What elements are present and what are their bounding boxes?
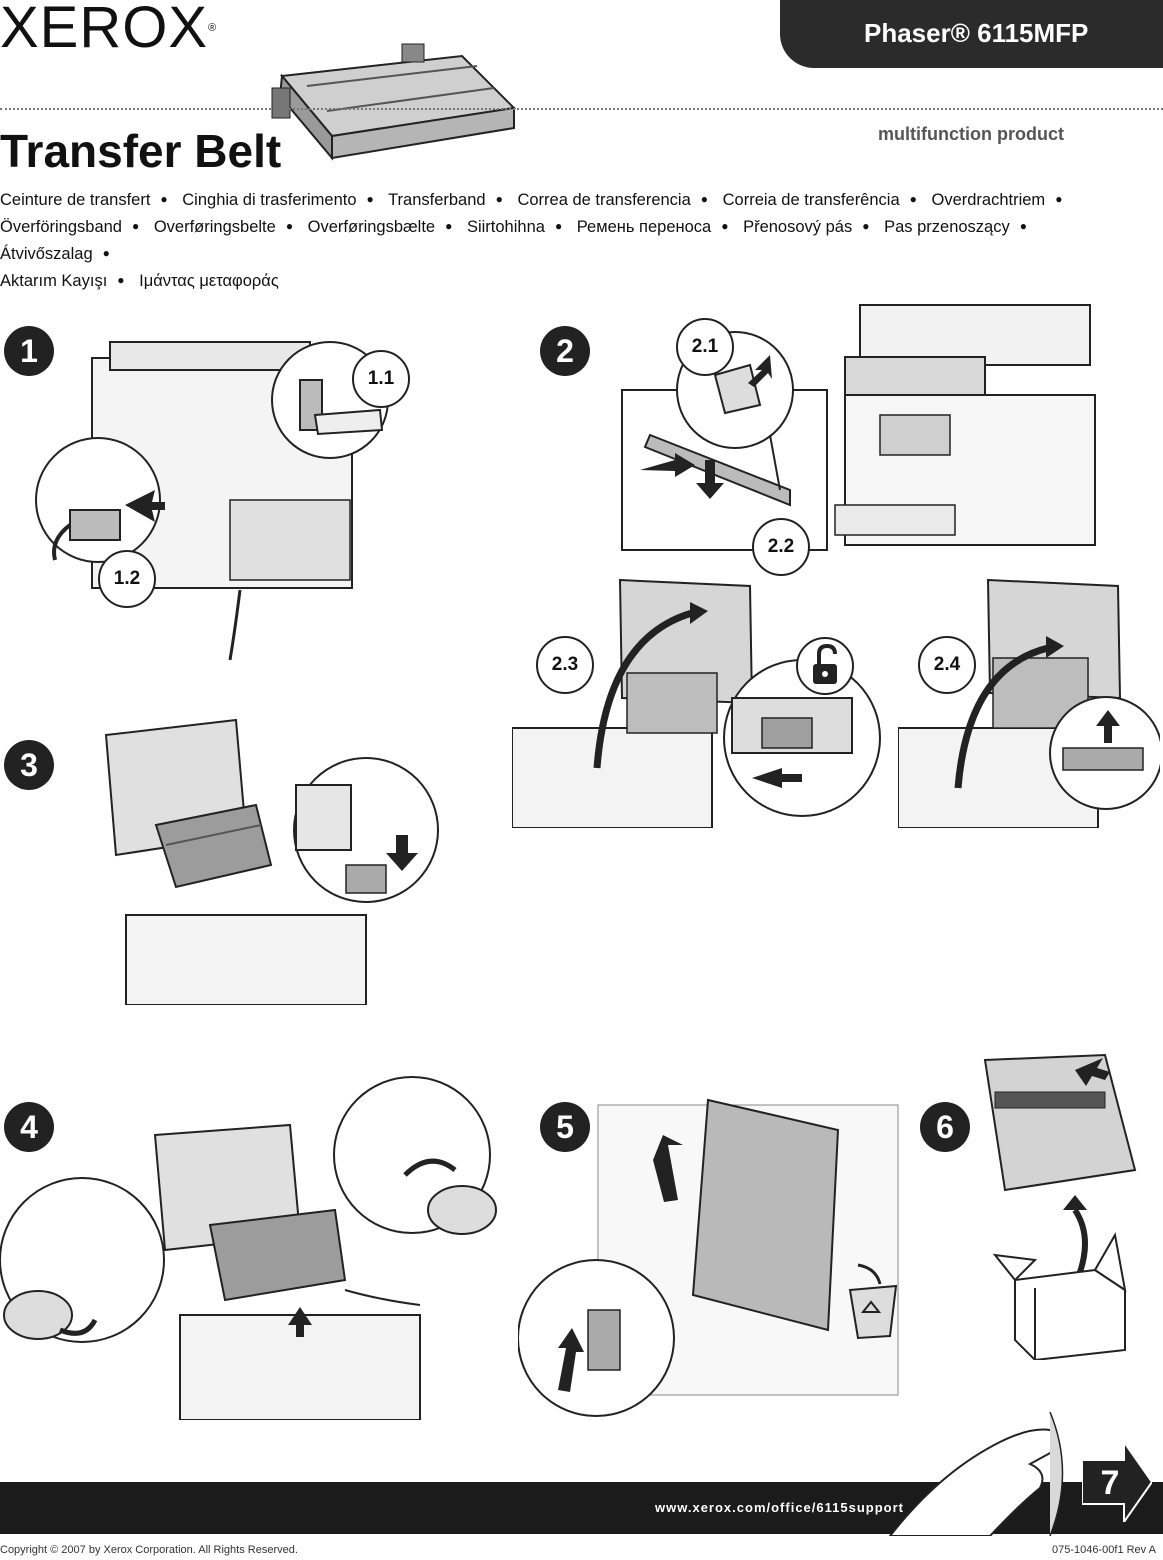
- bullet-icon: ●: [862, 219, 870, 233]
- bullet-icon: ●: [117, 273, 125, 287]
- next-page-arrow[interactable]: 7: [1082, 1442, 1152, 1522]
- translation-item: Ceinture de transfert: [0, 191, 151, 209]
- translation-item: Overdrachtriem: [931, 191, 1046, 209]
- bullet-icon: ●: [1019, 219, 1027, 233]
- next-page-number: 7: [1101, 1464, 1120, 1502]
- hand-icon: [888, 1412, 1064, 1536]
- brand-mark: ®: [208, 22, 218, 34]
- header-divider: [0, 108, 1163, 110]
- step-6-illustration: [983, 1053, 1137, 1360]
- translation-item: Overføringsbælte: [307, 218, 436, 236]
- step-badge-5: 5: [540, 1102, 590, 1152]
- translation-item: Transferband: [388, 191, 486, 209]
- transfer-belt-illustration: [271, 43, 517, 161]
- step-badge-4: 4: [4, 1102, 54, 1152]
- bullet-icon: ●: [160, 192, 168, 206]
- step-2-3-illustration: [512, 578, 881, 828]
- callout-2-4: 2.4: [918, 636, 976, 694]
- copyright: Copyright © 2007 by Xerox Corporation. A…: [0, 1544, 298, 1556]
- callout-1-2: 1.2: [98, 550, 156, 608]
- translation-item: Ремень переноса: [576, 218, 712, 236]
- step-2-illustration: [621, 304, 1096, 551]
- step-badge-3: 3: [4, 740, 54, 790]
- bullet-icon: ●: [721, 219, 729, 233]
- title-translations: Ceinture de transfert ● Cinghia di trasfe…: [0, 186, 1120, 294]
- translation-item: Přenosový pás: [743, 218, 853, 236]
- translation-item: Cinghia di trasferimento: [182, 191, 357, 209]
- step-badge-6: 6: [920, 1102, 970, 1152]
- bullet-icon: ●: [909, 192, 917, 206]
- product-type: multifunction product: [878, 124, 1064, 144]
- bullet-icon: ●: [445, 219, 453, 233]
- support-url[interactable]: www.xerox.com/office/6115support: [655, 1500, 904, 1515]
- step-2-4-illustration: [898, 578, 1160, 828]
- bullet-icon: ●: [285, 219, 294, 233]
- page-title: Transfer Belt: [0, 125, 282, 177]
- translation-item: Overføringsbelte: [153, 218, 276, 236]
- bullet-icon: ●: [700, 192, 709, 206]
- bullet-icon: ●: [1055, 192, 1063, 206]
- bullet-icon: ●: [132, 219, 140, 233]
- translation-item: Correa de transferencia: [517, 191, 691, 209]
- step-badge-2: 2: [540, 326, 590, 376]
- xerox-logo: XEROX®: [0, 0, 218, 57]
- translation-item: Átvivőszalag: [0, 245, 93, 263]
- step-5-illustration: [518, 1098, 899, 1417]
- product-banner: Phaser® 6115MFP: [780, 0, 1163, 68]
- bullet-icon: ●: [495, 192, 503, 206]
- bullet-icon: ●: [366, 192, 374, 206]
- translation-item: Siirtohihna: [466, 218, 545, 236]
- callout-2-3: 2.3: [536, 636, 594, 694]
- translation-item: Correia de transferência: [722, 191, 900, 209]
- callout-1-1: 1.1: [352, 350, 410, 408]
- step-4-illustration: [0, 1076, 497, 1420]
- step-1-illustration: [35, 341, 389, 661]
- callout-2-1: 2.1: [676, 318, 734, 376]
- callout-2-2: 2.2: [752, 518, 810, 576]
- bullet-icon: ●: [554, 219, 563, 233]
- product-name: Phaser® 6115MFP: [864, 18, 1089, 48]
- brand-text: XEROX: [0, 0, 209, 60]
- step-3-illustration: [104, 718, 439, 1005]
- document-number: 075-1046-00f1 Rev A: [1052, 1544, 1156, 1556]
- step-badge-1: 1: [4, 326, 54, 376]
- translation-item: Aktarım Kayışı: [0, 272, 108, 290]
- translation-item: Ιμάντας μεταφοράς: [139, 272, 279, 290]
- bullet-icon: ●: [102, 246, 110, 260]
- translation-item: Pas przenoszący: [884, 218, 1010, 236]
- translation-item: Överföringsband: [0, 218, 122, 236]
- unlock-icon: [796, 637, 854, 695]
